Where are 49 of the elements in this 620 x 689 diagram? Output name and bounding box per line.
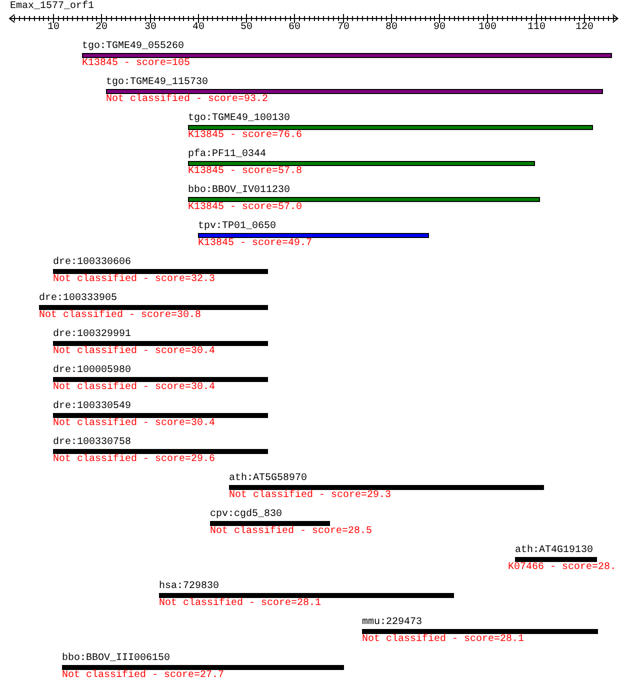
score-label: K13845 - score=49.7 [198, 238, 312, 249]
gene-name: dre:100330758 [53, 437, 132, 448]
score-label: K13845 - score=105 [82, 58, 190, 69]
gene-name: hsa:729830 [159, 581, 220, 592]
score-label: Not classified - score=30.4 [53, 346, 216, 357]
sequence-title: Emax_1577_orf1 [10, 1, 94, 12]
axis-tick-label: 120 [576, 22, 594, 33]
gene-name: bbo:BBOV_III006150 [62, 653, 170, 664]
score-label: Not classified - score=28.5 [210, 526, 372, 537]
axis-tick-label: 40 [192, 22, 205, 33]
axis-tick-label: 110 [528, 22, 546, 33]
score-label: Not classified - score=30.4 [53, 418, 216, 429]
score-label: Not classified - score=29.3 [229, 490, 392, 501]
gene-name: ath:AT5G58970 [229, 473, 308, 484]
gene-name: tgo:TGME49_055260 [82, 41, 184, 52]
gene-name: dre:100333905 [39, 293, 118, 304]
axis-tick-label: 80 [386, 22, 398, 33]
gene-name: bbo:BBOV_IV011230 [188, 185, 290, 196]
score-label: Not classified - score=27.7 [62, 670, 224, 681]
axis-tick-label: 10 [48, 22, 60, 33]
score-label: Not classified - score=28.1 [362, 634, 524, 645]
gene-name: mmu:229473 [362, 617, 422, 628]
gene-name: tpv:TP01_0650 [198, 221, 276, 232]
score-label: Not classified - score=93.2 [106, 94, 268, 105]
axis-tick-label: 60 [288, 22, 301, 33]
score-label: Not classified - score=30.8 [39, 310, 202, 321]
axis-tick-label: 50 [240, 22, 253, 33]
axis-tick-label: 20 [96, 22, 108, 33]
score-label: Not classified - score=29.6 [53, 454, 216, 465]
score-label: Not classified - score=32.3 [53, 274, 216, 285]
axis-tick-label: 100 [478, 22, 497, 33]
gene-name: dre:100329991 [53, 329, 132, 340]
gene-name: pfa:PF11_0344 [188, 149, 266, 160]
axis-tick-label: 90 [434, 22, 446, 33]
score-label: K13845 - score=76.6 [188, 130, 302, 141]
gene-name: dre:100005980 [53, 365, 132, 376]
score-label: K13845 - score=57.8 [188, 166, 302, 177]
axis-tick-label: 30 [144, 22, 157, 33]
score-label: Not classified - score=30.4 [53, 382, 216, 393]
gene-name: dre:100330606 [53, 257, 132, 268]
gene-name: tgo:TGME49_115730 [106, 77, 208, 88]
score-label: Not classified - score=28.1 [159, 598, 322, 609]
score-label: K07466 - score=28. [508, 562, 616, 573]
axis-tick-label: 70 [338, 22, 350, 33]
gene-name: tgo:TGME49_100130 [188, 113, 290, 124]
gene-name: cpv:cgd5_830 [210, 509, 282, 520]
score-label: K13845 - score=57.0 [188, 202, 302, 213]
gene-name: dre:100330549 [53, 401, 132, 412]
gene-name: ath:AT4G19130 [515, 545, 594, 556]
